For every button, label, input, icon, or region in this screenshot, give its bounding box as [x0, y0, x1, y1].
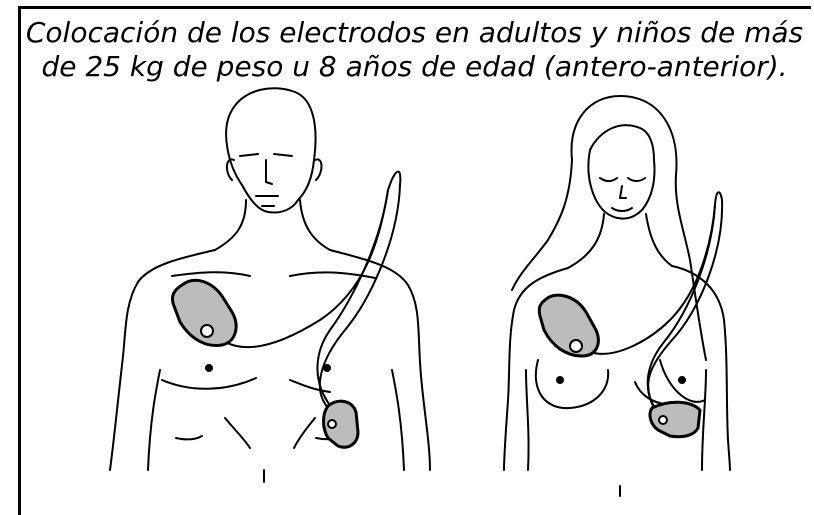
man-head	[225, 87, 317, 214]
woman-nose	[619, 185, 627, 199]
woman-bangs	[589, 124, 655, 161]
man-left-shoulder	[109, 249, 216, 471]
man-pec-right	[289, 379, 331, 393]
man-right-ear	[314, 158, 323, 181]
man-right-shoulder	[329, 249, 431, 471]
woman-lower-electrode-pad	[648, 400, 702, 439]
man-nose	[265, 159, 273, 185]
man-left-ear	[226, 158, 235, 181]
man-upper-electrode-pad	[170, 278, 238, 348]
woman-breast-right	[659, 359, 706, 403]
woman-nipple-right	[678, 376, 686, 384]
man-electrode-cable	[221, 170, 402, 411]
woman-hair	[570, 95, 707, 361]
caption-line-1: Colocación de los electrodos en adultos …	[25, 16, 804, 49]
woman-eye-left	[599, 177, 618, 182]
woman-eye-right	[627, 177, 646, 182]
woman-face	[587, 149, 656, 220]
woman-neck-right	[645, 213, 673, 267]
woman-breast-left	[534, 359, 610, 410]
man-eyebrow-left	[239, 153, 259, 157]
woman-upper-electrode-pad	[537, 293, 600, 358]
man-waist-right	[293, 417, 316, 449]
woman-hair-left	[511, 159, 573, 291]
man-waist-left	[224, 417, 251, 449]
woman-left-shoulder	[503, 267, 569, 471]
man-figure	[109, 87, 431, 483]
caption-line-2: de 25 kg de peso u 8 años de edad (anter…	[41, 50, 788, 83]
man-nipple-right	[323, 364, 331, 372]
man-collarbone-right	[289, 271, 376, 279]
diagram-caption: Colocación de los electrodos en adultos …	[18, 16, 811, 84]
woman-nipple-left	[556, 376, 564, 384]
man-abs-left	[175, 435, 203, 441]
man-collarbone-left	[171, 271, 251, 277]
man-neck-left	[214, 199, 247, 251]
man-eyebrow-right	[273, 153, 293, 157]
man-right-armpit	[391, 369, 405, 471]
man-pec-left	[161, 377, 257, 390]
woman-figure	[503, 95, 731, 497]
man-nipple-left	[205, 364, 213, 372]
woman-electrode-cable	[589, 191, 724, 411]
woman-right-armpit	[701, 369, 707, 471]
woman-electrode-cable-2	[646, 204, 716, 409]
man-neck-right	[299, 199, 331, 251]
man-electrode-cable-2	[316, 189, 389, 409]
man-lower-electrode-pad	[322, 399, 360, 449]
man-left-armpit	[147, 369, 161, 471]
woman-left-armpit	[525, 369, 530, 471]
woman-neck-left	[567, 213, 605, 269]
woman-mouth	[611, 207, 633, 212]
